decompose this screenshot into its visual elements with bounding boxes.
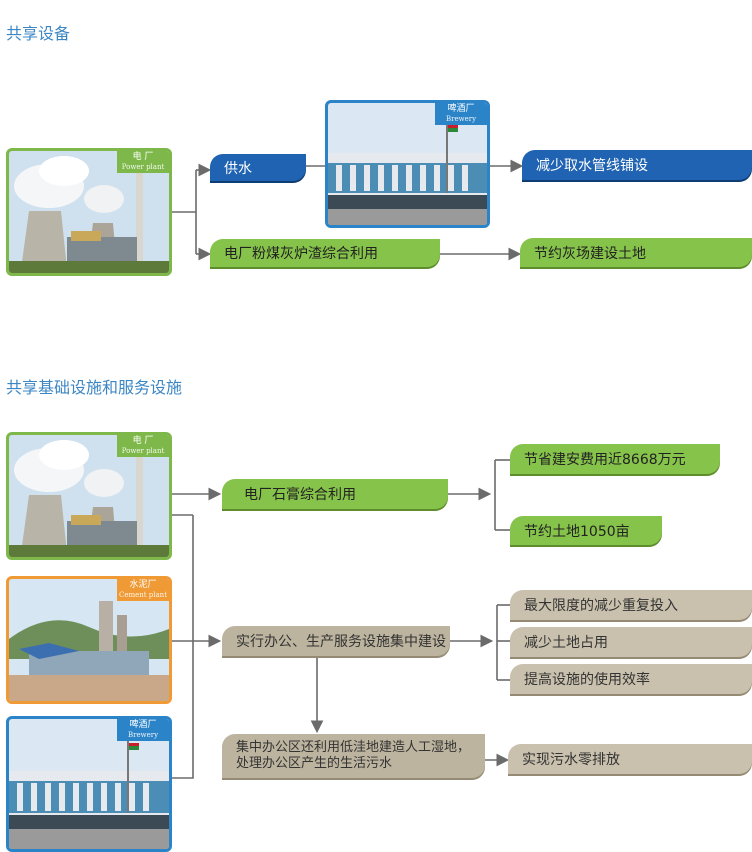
power-plant-label-en: Power plant xyxy=(121,163,165,171)
power-plant-label-en: Power plant xyxy=(121,447,165,455)
brewery-label-en: Brewery xyxy=(445,115,477,123)
section-title: 共享设备 xyxy=(6,24,71,43)
reduce-land-pill: 减少土地占用 xyxy=(510,627,752,657)
power-plant-tag: 电 厂 Power plant xyxy=(117,151,169,173)
cement-plant-label: 水泥厂 xyxy=(129,580,157,590)
cement-plant-tag: 水泥厂 Cement plant xyxy=(117,579,169,601)
centralized-facilities-pill: 实行办公、生产服务设施集中建设 xyxy=(222,626,450,656)
zero-discharge-pill: 实现污水零排放 xyxy=(508,744,752,774)
cement-plant-label-en: Cement plant xyxy=(118,591,168,599)
cement-plant-image xyxy=(9,579,169,701)
brewery-tag: 啤酒厂 Brewery xyxy=(435,103,487,125)
power-plant-photo: 电 厂 Power plant xyxy=(6,432,172,560)
save-cost-pill: 节省建安费用近8668万元 xyxy=(510,444,720,474)
brewery-label: 啤酒厂 xyxy=(447,104,475,114)
brewery-tag: 啤酒厂 Brewery xyxy=(117,719,169,741)
save-land-pill: 节约灰场建设土地 xyxy=(520,238,752,267)
water-supply-pill: 供水 xyxy=(210,154,306,181)
reduce-pipeline-pill: 减少取水管线铺设 xyxy=(522,150,752,180)
power-plant-label: 电 厂 xyxy=(132,152,154,162)
fly-ash-pill: 电厂粉煤灰炉渣综合利用 xyxy=(210,239,440,267)
power-plant-photo: 电 厂 Power plant xyxy=(6,148,172,276)
reduce-investment-pill: 最大限度的减少重复投入 xyxy=(510,590,752,620)
brewery-image xyxy=(9,719,169,849)
efficiency-pill: 提高设施的使用效率 xyxy=(510,664,752,694)
cement-plant-photo: 水泥厂 Cement plant xyxy=(6,576,172,704)
wetland-pill: 集中办公区还利用低洼地建造人工湿地，处理办公区产生的生活污水 xyxy=(222,734,485,778)
brewery-label: 啤酒厂 xyxy=(129,720,157,730)
power-plant-label: 电 厂 xyxy=(132,436,154,446)
brewery-photo: 啤酒厂 Brewery xyxy=(325,100,490,228)
power-plant-tag: 电 厂 Power plant xyxy=(117,435,169,457)
connector xyxy=(172,515,194,779)
section-title: 共享基础设施和服务设施 xyxy=(6,378,183,397)
gypsum-pill: 电厂石膏综合利用 xyxy=(222,479,448,509)
save-land-pill: 节约土地1050亩 xyxy=(510,516,662,545)
brewery-label-en: Brewery xyxy=(127,731,159,739)
brewery-photo: 啤酒厂 Brewery xyxy=(6,716,172,852)
